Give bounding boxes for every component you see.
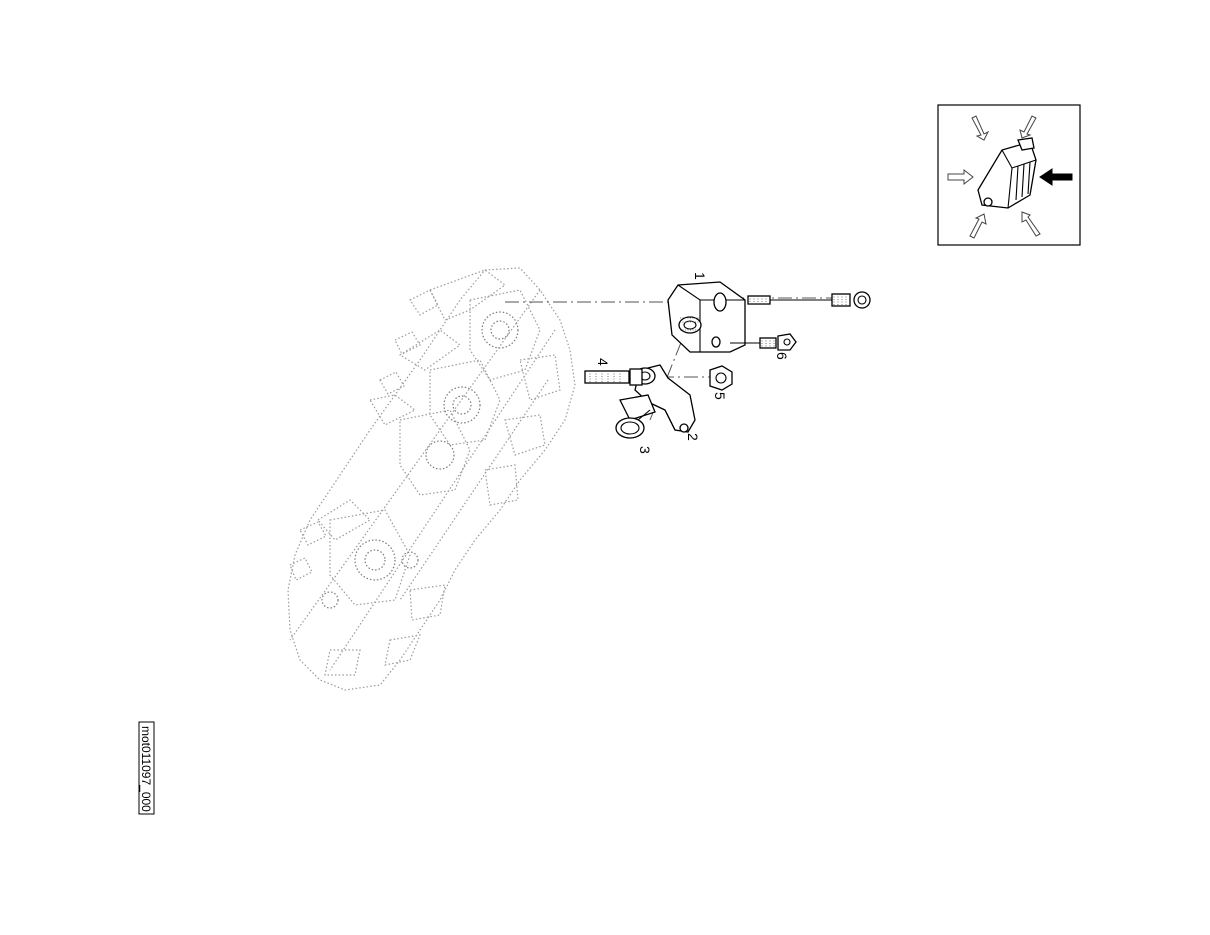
arrow-bottom-right-icon [1021, 211, 1041, 237]
arrow-bottom-left-icon [969, 213, 987, 239]
bolt-long [747, 291, 871, 309]
arrow-highlight-icon [1039, 168, 1073, 186]
valve-disc-part-3 [615, 409, 651, 439]
callout-3: 3 [637, 446, 653, 454]
nut-part-5 [709, 365, 733, 391]
document-id-label: mot011097_000 [138, 721, 155, 815]
cylinder-head-ghost [287, 267, 576, 691]
orientation-inset [937, 104, 1081, 246]
callout-4: 4 [595, 358, 611, 366]
adjuster-screw-part-6 [730, 333, 797, 351]
callout-5: 5 [712, 392, 728, 400]
callout-2: 2 [685, 433, 701, 441]
document-id-text: mot011097_000 [139, 726, 153, 812]
arrow-top-left-icon [971, 115, 990, 141]
callout-6: 6 [774, 352, 790, 360]
stud-part-4 [584, 368, 643, 386]
callout-1: 1 [692, 272, 708, 280]
arrow-left-icon [947, 168, 974, 186]
engine-block-orientation-icon [977, 137, 1037, 209]
arrow-top-right-icon [1019, 115, 1037, 139]
callout-labels: 1 2 3 4 5 6 [595, 272, 790, 454]
rocker-support-part-1 [667, 281, 746, 353]
